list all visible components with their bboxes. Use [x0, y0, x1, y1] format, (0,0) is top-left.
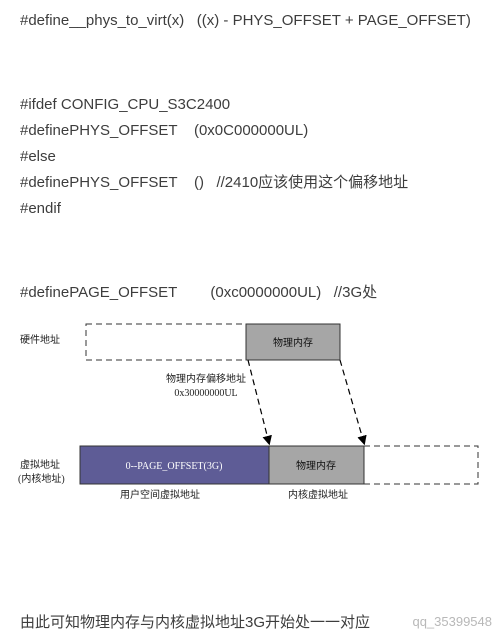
code-line-endif: #endif	[20, 200, 61, 217]
memory-mapping-diagram: 硬件地址 物理内存 物理内存偏移地址 0x30000000UL 虚拟地址 (内核…	[18, 323, 479, 501]
physical-memory-box-bottom	[268, 445, 365, 485]
user-space-label: 用户空间虚拟地址	[120, 488, 200, 501]
page-offset-box-label: 0--PAGE_OFFSET(3G)	[126, 461, 223, 472]
code-line-else: #else	[20, 148, 56, 165]
code-line-define-phys-to-virt: #define__phys_to_virt(x) ((x) - PHYS_OFF…	[20, 12, 471, 29]
virtual-address-label-line2: (内核地址)	[18, 472, 65, 485]
conclusion-text: 由此可知物理内存与内核虚拟地址3G开始处一一对应	[20, 614, 371, 631]
virtual-address-label-line1: 虚拟地址	[20, 458, 60, 471]
offset-label-line1: 物理内存偏移地址	[166, 372, 246, 385]
user-space-box	[79, 445, 270, 485]
kernel-virtual-label: 内核虚拟地址	[288, 488, 348, 501]
code-line-ifdef: #ifdef CONFIG_CPU_S3C2400	[20, 96, 231, 113]
kernel-space-remainder	[363, 445, 479, 485]
physical-memory-bottom-label: 物理内存	[296, 459, 336, 472]
mapping-arrow-right	[339, 359, 367, 446]
physical-memory-box-top	[245, 323, 341, 361]
mapping-arrow-left	[247, 359, 272, 446]
code-line-define-phys-offset-2: #definePHYS_OFFSET () //2410应该使用这个偏移地址	[20, 174, 409, 191]
offset-label-line2: 0x30000000UL	[174, 388, 237, 399]
watermark: qq_35399548	[412, 614, 492, 629]
hardware-address-range	[85, 323, 247, 361]
code-line-define-page-offset: #definePAGE_OFFSET (0xc0000000UL) //3G处	[20, 284, 378, 301]
physical-memory-top-label: 物理内存	[273, 336, 313, 349]
code-line-define-phys-offset-1: #definePHYS_OFFSET (0x0C000000UL)	[20, 122, 309, 139]
hardware-address-label: 硬件地址	[20, 333, 60, 346]
